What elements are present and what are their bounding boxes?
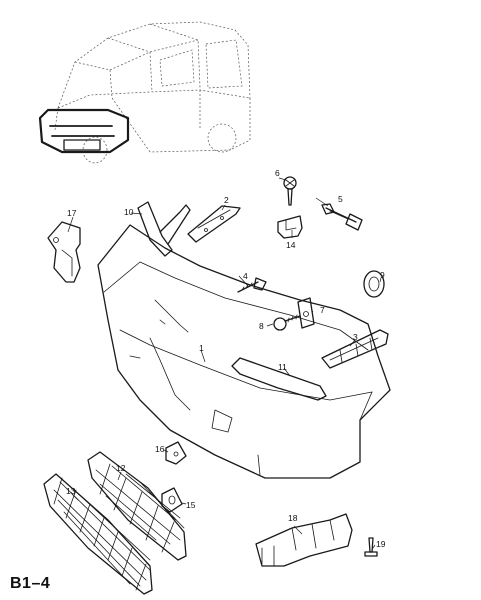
- callout-4: 4: [243, 271, 248, 281]
- callouts: 1 2 3 4 5 6 7 8 9 10 11 12 13 14 15 16 1…: [66, 168, 386, 549]
- callout-5: 5: [338, 194, 343, 204]
- clip-16: [165, 441, 187, 465]
- callout-1: 1: [199, 343, 204, 353]
- screw-19: [364, 537, 378, 557]
- air-duct-18: [255, 513, 353, 567]
- bracket-left: [137, 201, 191, 257]
- callout-18: 18: [288, 513, 298, 523]
- speed-nut-7: [297, 297, 315, 329]
- callout-14: 14: [286, 240, 296, 250]
- callout-15: 15: [186, 500, 196, 510]
- guide-bracket-right: [321, 329, 389, 369]
- callout-8: 8: [259, 321, 264, 331]
- side-guide-left: [47, 221, 81, 283]
- callout-3: 3: [353, 332, 358, 342]
- callout-16: 16: [155, 444, 165, 454]
- diagram-code: B1–4: [10, 575, 51, 592]
- callout-13: 13: [66, 486, 76, 496]
- grille-12: [87, 451, 187, 561]
- screw-4: [237, 277, 267, 293]
- trim-strip: [231, 357, 327, 401]
- vehicle-overview: [38, 21, 251, 164]
- bolt-5: [321, 203, 363, 231]
- callout-6: 6: [275, 168, 280, 178]
- callout-7: 7: [320, 305, 325, 315]
- screw-8: [273, 314, 301, 331]
- grommet-9: [363, 270, 385, 298]
- grille-13: [43, 473, 153, 595]
- callout-10: 10: [124, 207, 134, 217]
- callout-9: 9: [380, 270, 385, 280]
- callout-12: 12: [116, 463, 126, 473]
- callout-11: 11: [278, 362, 287, 372]
- callout-19: 19: [376, 539, 386, 549]
- guide-bracket-upper: [187, 205, 241, 243]
- leader-lines: [67, 177, 382, 549]
- callout-17: 17: [67, 208, 77, 218]
- bumper-cover: [97, 224, 391, 479]
- callout-2: 2: [224, 195, 229, 205]
- screw-6: [283, 176, 297, 206]
- clip-14: [277, 215, 303, 239]
- clip-15: [161, 487, 183, 513]
